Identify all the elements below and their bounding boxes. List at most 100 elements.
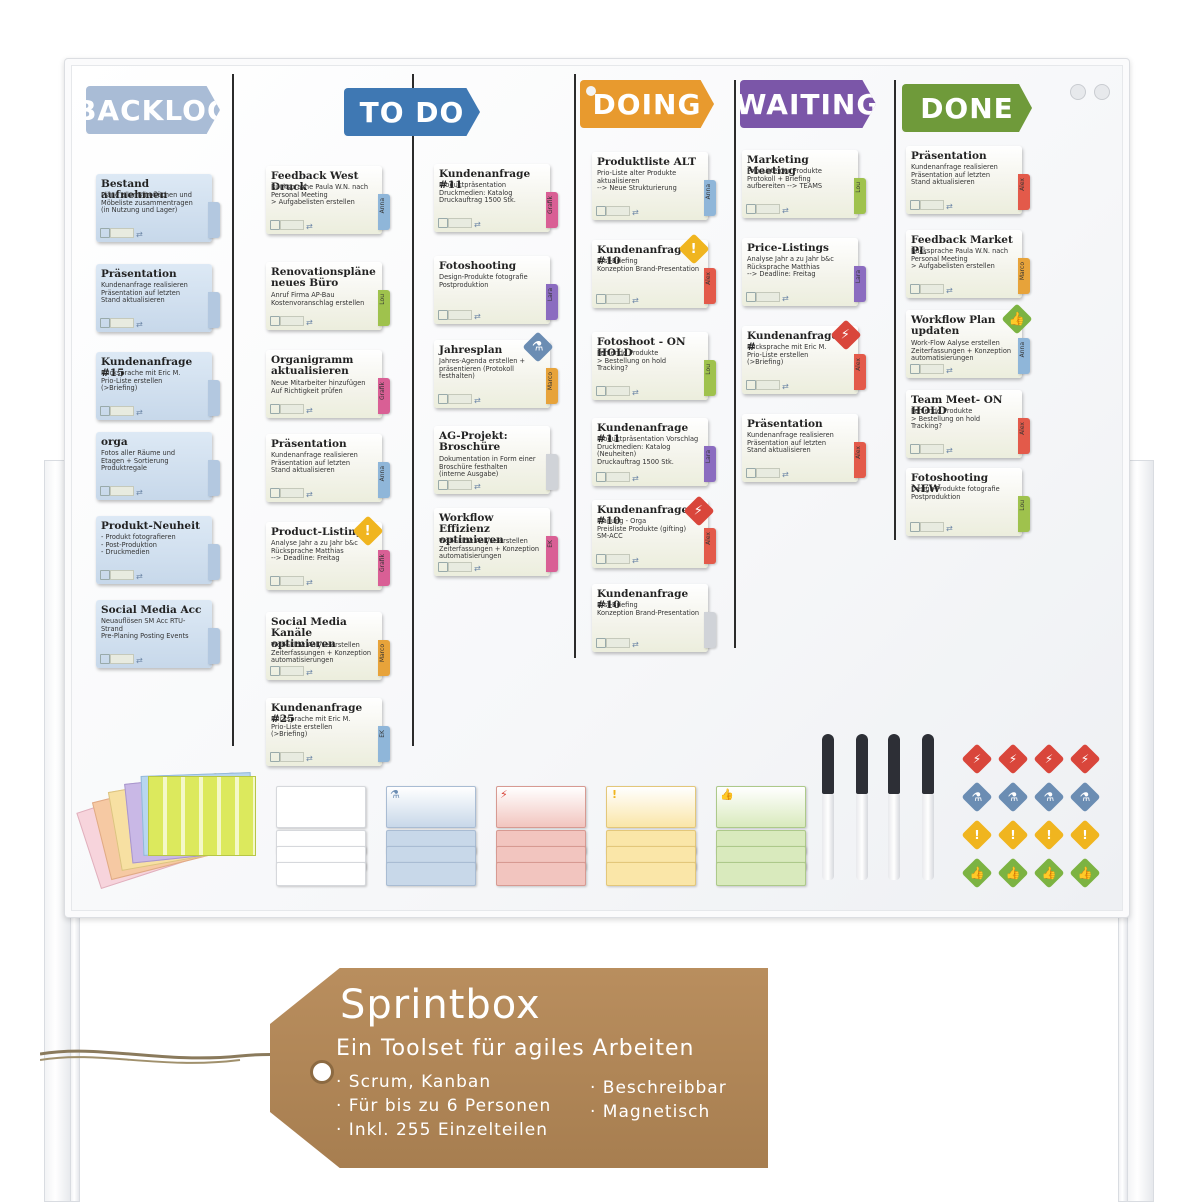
time-field (606, 472, 630, 482)
tag-subtitle: Ein Toolset für agiles Arbeiten (336, 1036, 695, 1061)
assignee-tab-label: Anna (379, 466, 386, 482)
hourglass-icon (596, 554, 606, 564)
blank-card-stack-red (496, 786, 592, 886)
assignee-tab-label: Lou (705, 364, 712, 375)
time-field (448, 218, 472, 228)
task-card-notes: Design-Produkte fotografie Postproduktio… (911, 485, 1000, 501)
magnet-pin (1094, 84, 1110, 100)
assignee-tab: Marco (546, 368, 558, 404)
whiteboard-marker (856, 734, 868, 884)
task-card-title: Fotoshooting NEW (911, 472, 989, 495)
assignee-tab-label: Grafik (379, 554, 386, 573)
task-card-title: Workflow Plan updaten (911, 314, 996, 337)
assignee-tab (208, 380, 220, 416)
task-card-notes: Erst-Briefing Konzeption Brand-Presentat… (597, 257, 700, 273)
tag-hole (310, 1060, 334, 1084)
task-card-title: orga (101, 436, 128, 448)
task-card-title: Jahresplan (439, 344, 503, 356)
task-card[interactable]: Produkt-Neuheit- Produkt fotografieren -… (96, 516, 220, 584)
whiteboard-marker (922, 734, 934, 884)
hourglass-icon (596, 472, 606, 482)
assignee-tab: Lara (854, 266, 866, 302)
time-field (920, 364, 944, 374)
time-field (280, 220, 304, 230)
task-card-notes: Work-Flow Aalyse erstellen Zeiterfassung… (271, 641, 372, 665)
arrows-icon: ⇄ (632, 388, 639, 397)
thumbs-up-icon: 👍 (720, 788, 734, 801)
assignee-tab: Alex (854, 354, 866, 390)
arrows-icon: ⇄ (632, 640, 639, 649)
arrows-icon: ⇄ (136, 320, 143, 329)
assignee-tab: Grafik (378, 550, 390, 586)
task-card-title: Fotoshoot - ON HOLD (597, 336, 686, 359)
task-card-title: Feedback Market PL (911, 234, 1013, 257)
hourglass-icon (910, 444, 920, 454)
time-field (280, 316, 304, 326)
column-divider (232, 74, 234, 746)
assignee-tab: Lara (704, 446, 716, 482)
hourglass-icon (100, 570, 110, 580)
task-card-title: Kundenanfrage #25 (271, 702, 363, 725)
hourglass-icon (746, 380, 756, 390)
stand-leg-right-inner (1118, 910, 1128, 1202)
arrows-icon: ⇄ (306, 318, 313, 327)
flask-icon: ⚗ (997, 781, 1029, 813)
hourglass-icon (910, 522, 920, 532)
assignee-tab (208, 460, 220, 496)
task-card-title: Social Media Kanäle optimieren (271, 616, 347, 650)
task-card[interactable]: Kundenanfrage #Rücksprache mit Eric M. P… (742, 326, 866, 394)
bolt-icon: ⚡ (961, 743, 993, 775)
tag-title: Sprintbox (340, 982, 541, 1028)
assignee-tab-label: Alex (1019, 178, 1026, 191)
arrows-icon: ⇄ (946, 446, 953, 455)
task-card-title: Fotoshooting (439, 260, 517, 272)
tag-feature: · Scrum, Kanban (336, 1072, 492, 1092)
thumbs-up-icon: 👍 (961, 857, 993, 889)
tag-feature: · Magnetisch (590, 1102, 711, 1122)
hourglass-icon (596, 206, 606, 216)
arrows-icon: ⇄ (474, 220, 481, 229)
assignee-tab-label: Marco (547, 372, 554, 391)
assignee-tab-label: Alex (705, 532, 712, 545)
exclamation-icon: ! (1069, 819, 1101, 851)
arrows-icon: ⇄ (306, 490, 313, 499)
time-field (920, 284, 944, 294)
assignee-tab-label: Marco (1019, 262, 1026, 281)
task-card-notes: Kundenanfrage realisieren Präsentation a… (101, 281, 188, 305)
flask-icon: ⚗ (961, 781, 993, 813)
task-card-notes: Rücksprache mit Eric M. Prio-Liste erste… (101, 369, 181, 393)
assignee-tab: Anna (704, 180, 716, 216)
time-field (280, 752, 304, 762)
assignee-tab: Alex (854, 442, 866, 478)
arrows-icon: ⇄ (632, 296, 639, 305)
column-header-done: DONE (902, 84, 1032, 132)
